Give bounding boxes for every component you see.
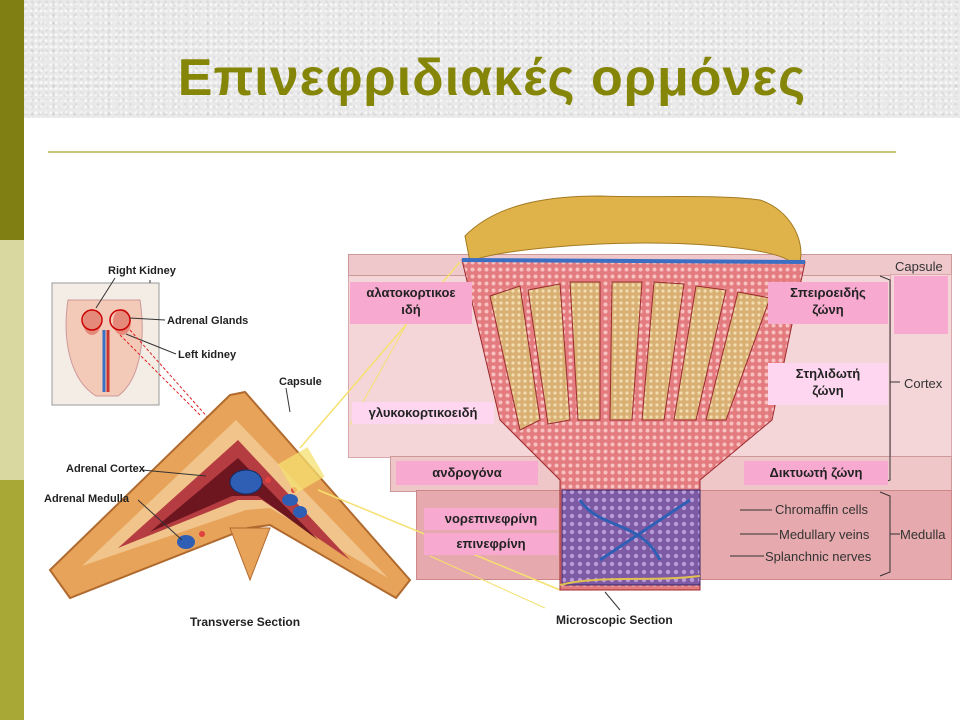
box-mineralocorticoids-line1: αλατοκορτικοε — [366, 285, 456, 300]
box-zona-reticularis: Δικτυωτή ζώνη — [744, 461, 888, 485]
box-zona-fasciculata-line2: ζώνη — [812, 383, 844, 398]
caption-microscopic-section: Microscopic Section — [556, 613, 673, 627]
box-zona-glomerulosa: Σπειροειδής ζώνη — [768, 282, 888, 324]
side-bar-middle — [0, 240, 24, 480]
transverse-section-drawing — [48, 390, 412, 600]
slide-title: Επινεφριδιακές ορμόνες — [177, 49, 807, 107]
label-adrenal-cortex: Adrenal Cortex — [66, 463, 145, 475]
label-chromaffin-cells: Chromaffin cells — [775, 502, 868, 517]
label-capsule: Capsule — [895, 259, 943, 274]
box-glucocorticoids: γλυκοκορτικοειδή — [352, 402, 494, 424]
label-medulla: Medulla — [900, 527, 946, 542]
label-adrenal-medulla: Adrenal Medulla — [44, 493, 129, 505]
box-androgens: ανδρογόνα — [396, 461, 538, 485]
box-epinephrine: επινεφρίνη — [424, 533, 558, 555]
label-cortex: Cortex — [904, 376, 943, 391]
label-capsule-transverse: Capsule — [279, 376, 322, 388]
label-splanchnic-nerves: Splanchnic nerves — [765, 549, 872, 564]
side-bar-top — [0, 0, 24, 240]
kidney-inset — [51, 280, 160, 406]
title-divider — [48, 151, 896, 153]
label-left-kidney: Left kidney — [178, 349, 237, 361]
label-medullary-veins: Medullary veins — [779, 527, 870, 542]
microscopic-section-drawing — [461, 195, 806, 591]
label-adrenal-glands: Adrenal Glands — [167, 315, 249, 327]
label-right-kidney: Right Kidney — [108, 265, 176, 277]
side-bar-bottom — [0, 480, 24, 720]
box-zona-glomerulosa-line1: Σπειροειδής — [790, 285, 866, 300]
box-norepinephrine: νορεπινεφρίνη — [424, 508, 558, 530]
box-zona-fasciculata-line1: Στηλιδωτή — [795, 366, 861, 381]
caption-transverse-section: Transverse Section — [190, 615, 301, 629]
box-mineralocorticoids-line2: ιδή — [401, 302, 421, 317]
title-band — [24, 0, 960, 118]
glomerulosa-tab — [894, 276, 948, 334]
box-zona-fasciculata: Στηλιδωτή ζώνη — [768, 363, 888, 405]
box-zona-glomerulosa-line2: ζώνη — [812, 302, 844, 317]
box-mineralocorticoids: αλατοκορτικοε ιδή — [350, 282, 472, 324]
